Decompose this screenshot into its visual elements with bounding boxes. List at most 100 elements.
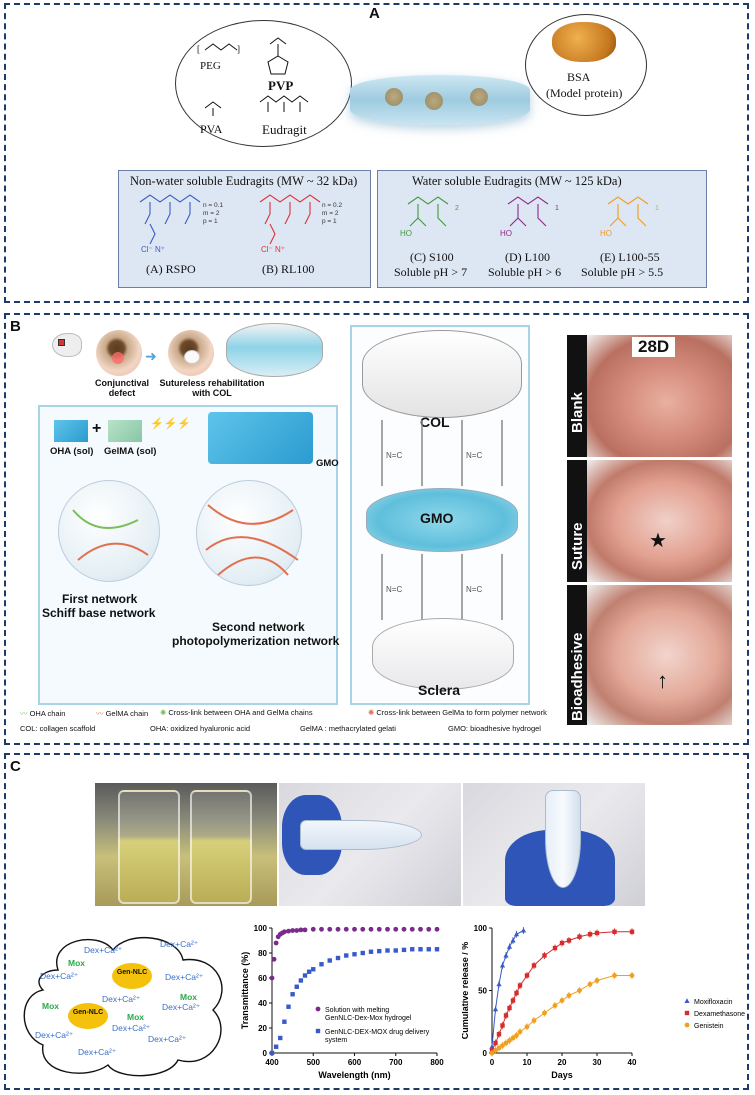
legend-marker xyxy=(684,1010,690,1016)
abbrev-col: COL: collagen scaffold xyxy=(20,724,96,733)
group-bioadhesive-label: Bioadhesive xyxy=(567,585,587,725)
data-point xyxy=(273,1044,279,1049)
data-point xyxy=(344,953,349,958)
rl100-label: (B) RL100 xyxy=(262,262,315,276)
sutureless-label: Sutureless rehabilitation with COL xyxy=(159,378,265,398)
data-point xyxy=(409,926,415,932)
abbrev-gelma: GelMA : methacrylated gelati xyxy=(300,724,396,733)
sclera-label: Sclera xyxy=(418,682,461,698)
dex-ca-8: Dex+Ca²⁺ xyxy=(112,1023,151,1033)
plus-icon: + xyxy=(92,420,102,437)
data-point xyxy=(302,927,308,933)
gelma-sol-label: GelMA (sol) xyxy=(104,446,157,457)
gmo-label-mid: GMO xyxy=(420,510,454,526)
data-point xyxy=(385,926,390,932)
day-badge: 28D xyxy=(632,337,676,357)
data-point xyxy=(629,973,635,978)
data-point xyxy=(496,981,502,987)
data-point xyxy=(298,978,304,983)
rspo-ratio-p: p = 1 xyxy=(203,218,218,225)
data-point xyxy=(492,1006,499,1012)
legend-label: Dexamethasone xyxy=(694,1011,745,1018)
small-disc xyxy=(226,323,323,377)
y-tick-label: 0 xyxy=(483,1049,488,1058)
data-point xyxy=(559,998,565,1003)
data-point xyxy=(426,926,432,932)
svg-text:N=C: N=C xyxy=(386,585,402,594)
gen-nlc-blob-1 xyxy=(112,963,152,989)
s100-structure: HO 2 xyxy=(400,196,459,238)
data-point xyxy=(352,952,357,957)
polymer-eudragit: Eudragit xyxy=(262,122,307,137)
data-point xyxy=(310,926,316,932)
svg-text:HO: HO xyxy=(600,229,612,238)
arrow-icon-1: ➜ xyxy=(145,348,157,364)
data-point xyxy=(531,1018,537,1023)
svg-text:N=C: N=C xyxy=(466,451,482,460)
abbrev-gmo: GMO: bioadhesive hydrogel xyxy=(448,724,541,733)
data-point xyxy=(517,983,523,988)
x-tick-label: 20 xyxy=(558,1058,567,1067)
data-point xyxy=(327,958,332,963)
data-point xyxy=(352,926,357,932)
gmo-label-small: GMO xyxy=(316,458,339,469)
data-point xyxy=(294,984,299,989)
data-point xyxy=(294,928,300,933)
abbrev-oha: OHA: oxidized hyaluronic acid xyxy=(150,724,251,733)
data-point xyxy=(410,947,415,952)
data-point xyxy=(612,929,617,934)
bsa-protein-icon xyxy=(552,22,616,62)
x-axis-label: Days xyxy=(551,1070,573,1080)
data-point xyxy=(393,948,398,953)
data-point xyxy=(510,937,516,943)
x-axis-label: Wavelength (nm) xyxy=(318,1070,390,1080)
l10055-label: (E) L100-55 xyxy=(600,250,660,264)
data-point xyxy=(343,926,349,932)
second-network-sub: photopolymerization network xyxy=(172,634,340,648)
x-tick-label: 600 xyxy=(348,1058,362,1067)
oha-sol-label: OHA (sol) xyxy=(50,446,94,457)
legend-label: Moxifloxacin xyxy=(694,999,733,1006)
panel-c-label: C xyxy=(10,758,21,775)
svg-text:N=C: N=C xyxy=(386,451,402,460)
vial-right xyxy=(190,790,252,904)
water-box xyxy=(377,170,707,288)
data-point xyxy=(286,928,291,934)
x-tick-label: 700 xyxy=(389,1058,403,1067)
rspo-label: (A) RSPO xyxy=(146,262,196,276)
polymer-ellipse xyxy=(175,20,352,147)
rl100-ratio-n: n = 0.2 xyxy=(322,202,343,209)
data-point xyxy=(520,927,527,933)
data-point xyxy=(385,948,390,953)
rabbit-icon xyxy=(52,333,82,357)
dex-ca-1: Dex+Ca²⁺ xyxy=(84,945,123,955)
photo-suture xyxy=(587,460,732,582)
x-tick-label: 0 xyxy=(490,1058,495,1067)
group-blank-label: Blank xyxy=(567,335,587,457)
first-network-sub: Schiff base network xyxy=(42,606,156,620)
dex-ca-2: Dex+Ca²⁺ xyxy=(160,939,199,949)
data-point xyxy=(566,993,572,998)
svg-text:HO: HO xyxy=(500,229,512,238)
svg-text:1: 1 xyxy=(555,205,559,212)
panel-b-label: B xyxy=(10,318,21,335)
svg-text:]: ] xyxy=(237,44,240,54)
gen-nlc-blob-2 xyxy=(68,1003,108,1029)
data-point xyxy=(510,998,516,1003)
svg-text:Cl⁻ N⁺: Cl⁻ N⁺ xyxy=(141,245,165,254)
data-point xyxy=(282,1019,287,1024)
data-point xyxy=(503,1040,509,1046)
y-tick-label: 100 xyxy=(254,924,268,933)
data-point xyxy=(368,949,374,954)
cloud-diagram xyxy=(23,937,223,1077)
gmo-cube xyxy=(208,412,313,464)
gmo-disc xyxy=(366,488,518,552)
data-point xyxy=(496,1045,502,1051)
data-point xyxy=(594,930,600,936)
group-suture-label: Suture xyxy=(567,460,587,582)
bsa-title: BSA xyxy=(567,70,591,84)
group-suture-text: Suture xyxy=(569,522,586,570)
data-point xyxy=(418,926,423,932)
data-point xyxy=(434,926,440,932)
